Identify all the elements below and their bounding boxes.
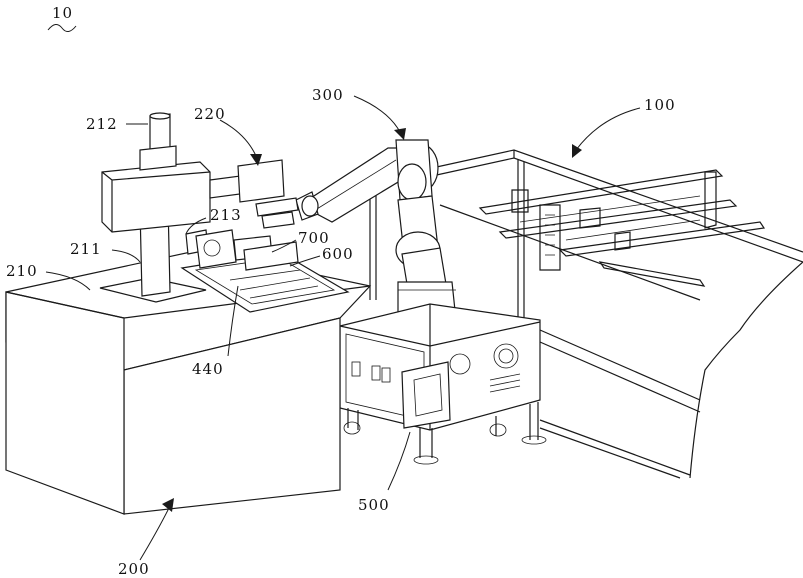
label-300: 300 [312, 86, 344, 104]
leader-500 [388, 432, 410, 490]
label-211: 211 [70, 240, 102, 258]
label-212: 212 [86, 115, 118, 133]
leader-300 [354, 96, 400, 132]
label-440: 440 [192, 360, 224, 378]
label-500: 500 [358, 496, 390, 514]
label-10: 10 [52, 4, 73, 22]
leader-220 [220, 120, 256, 156]
tilde-mark [48, 24, 76, 31]
arrowhead-100 [572, 144, 582, 158]
label-200: 200 [118, 560, 150, 578]
label-213: 213 [210, 206, 242, 224]
label-600: 600 [322, 245, 354, 263]
label-210: 210 [6, 262, 38, 280]
leader-211 [112, 250, 140, 262]
arrowhead-300 [394, 128, 406, 140]
label-100: 100 [644, 96, 676, 114]
leader-100 [576, 108, 640, 150]
label-220: 220 [194, 105, 226, 123]
leader-200 [140, 506, 170, 560]
control-cabinet-500 [340, 304, 546, 464]
